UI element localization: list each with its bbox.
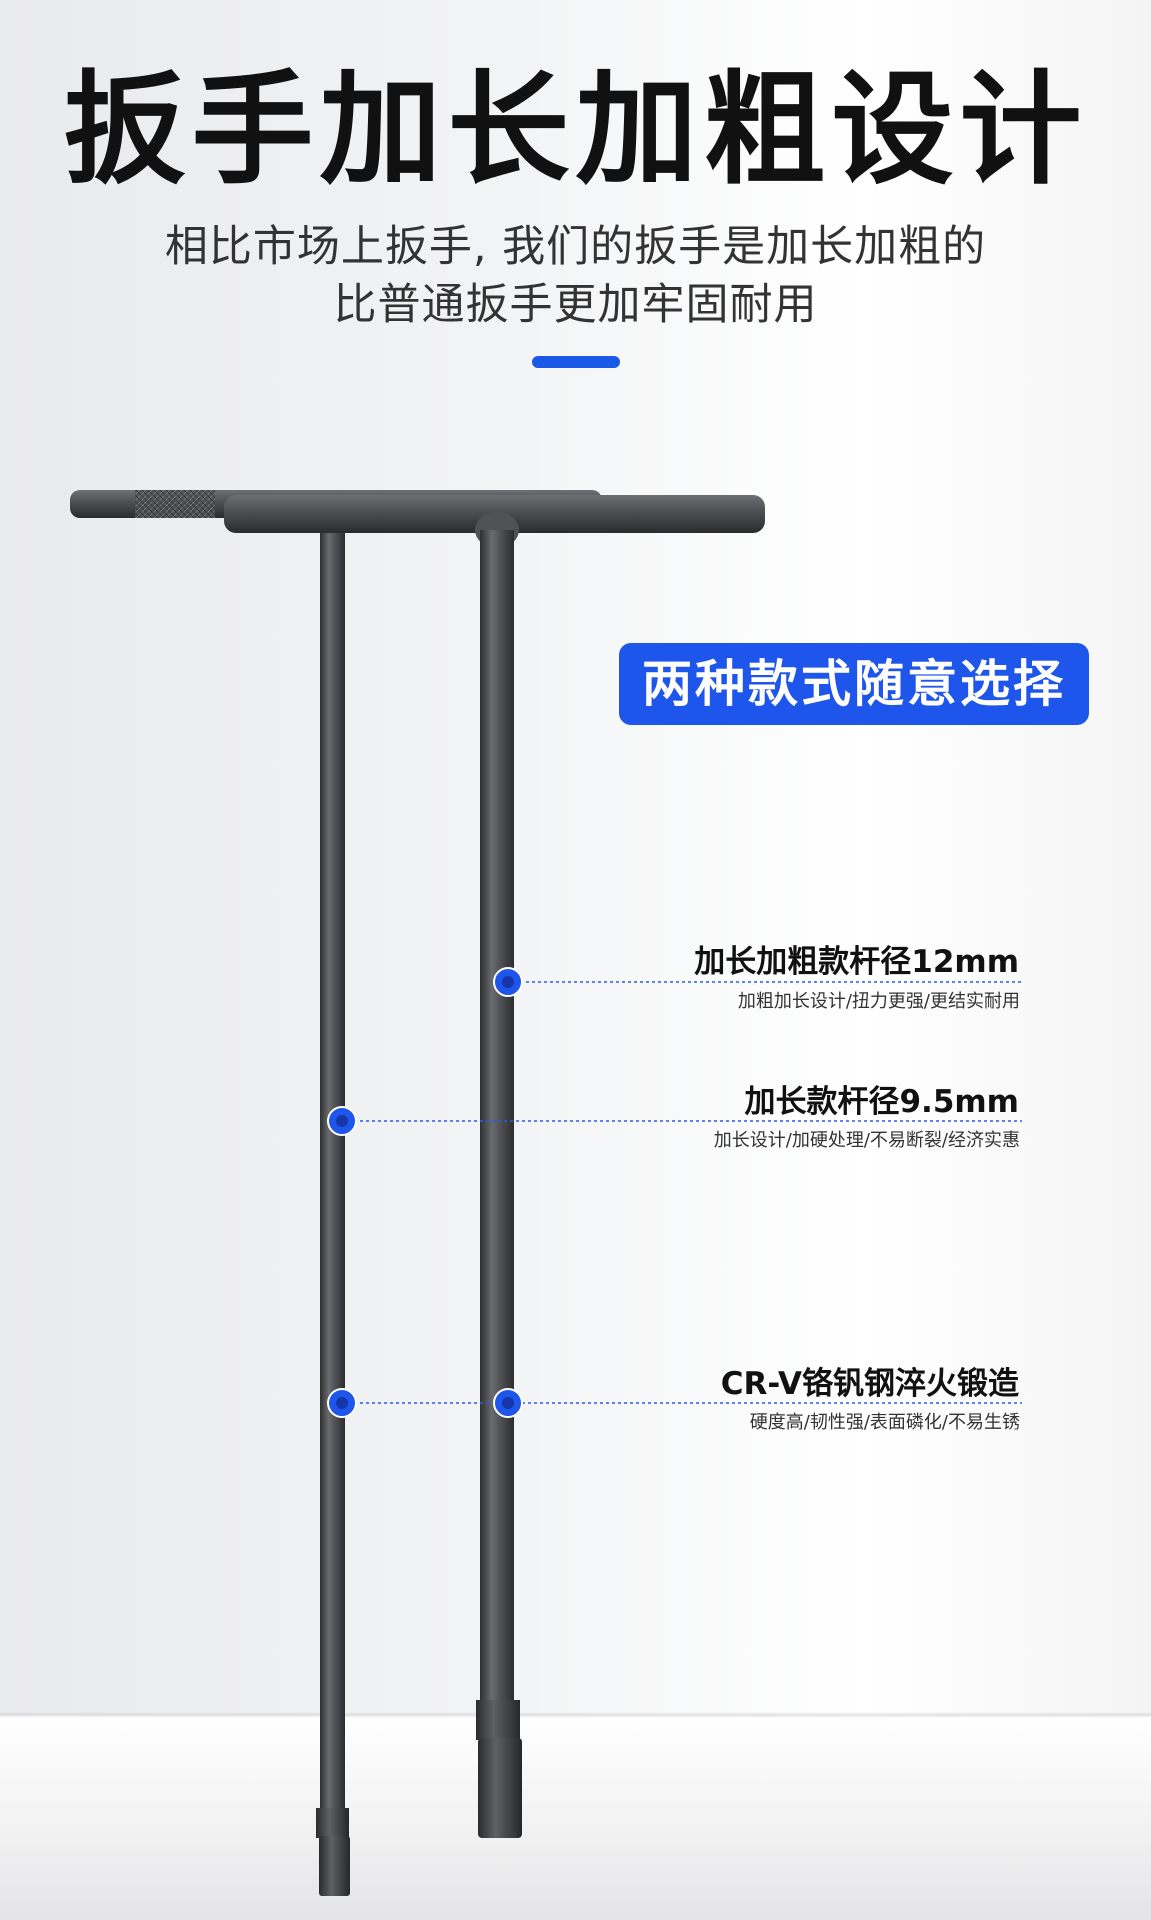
callout-desc-material: 硬度高/韧性强/表面磷化/不易生锈	[749, 1412, 1020, 1433]
callout-lines	[342, 981, 1022, 1404]
floor-backdrop	[0, 1715, 1151, 1920]
callout-marker-icon	[493, 1388, 523, 1418]
style-choice-badge: 两种款式随意选择	[619, 643, 1089, 725]
callout-marker-icon	[493, 967, 523, 997]
callout-title-thin: 加长款杆径9.5mm	[744, 1084, 1019, 1120]
subtitle-line-2: 比普通扳手更加牢固耐用	[333, 280, 818, 330]
wrench-thin	[70, 490, 602, 1896]
subtitle-line-1: 相比市场上扳手, 我们的扳手是加长加粗的	[164, 222, 987, 272]
floor-edge	[0, 1712, 1151, 1718]
callout-marker-icon	[327, 1388, 357, 1418]
callout-title-thick: 加长加粗款杆径12mm	[694, 944, 1019, 980]
wrench-thick	[224, 495, 765, 1838]
callout-desc-thin: 加长设计/加硬处理/不易断裂/经济实惠	[713, 1130, 1020, 1151]
accent-bar	[532, 356, 620, 368]
callout-desc-thick: 加粗加长设计/扭力更强/更结实耐用	[737, 991, 1020, 1012]
callout-marker-icon	[327, 1106, 357, 1136]
page-title: 扳手加长加粗设计	[63, 59, 1088, 201]
callout-title-material: CR-V铬钒钢淬火锻造	[720, 1366, 1019, 1402]
